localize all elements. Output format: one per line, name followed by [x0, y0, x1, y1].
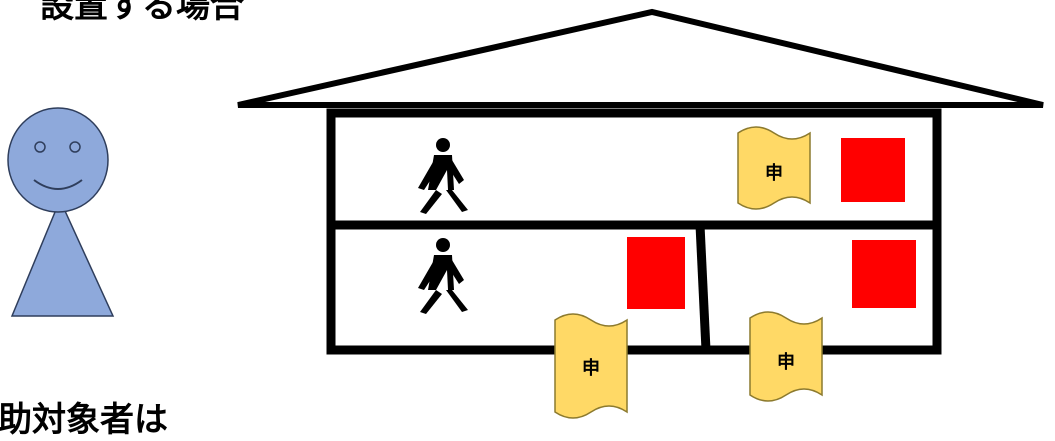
walking-person-icon — [418, 138, 468, 214]
person-icon — [8, 108, 113, 316]
document-label: 申 — [582, 357, 600, 379]
document-icon: 申 — [750, 312, 822, 401]
roof — [238, 12, 1043, 105]
house-diagram: 申 申 申 — [0, 0, 1055, 419]
document-label: 申 — [777, 351, 795, 373]
fire-alarm-icon — [841, 138, 905, 202]
walking-person-icon — [418, 238, 468, 314]
document-icon: 申 — [555, 314, 627, 418]
document-icon: 申 — [738, 127, 810, 209]
fire-alarm-icon — [852, 240, 916, 308]
document-label: 申 — [765, 162, 783, 184]
fire-alarm-icon — [627, 237, 685, 309]
caption: 助対象者は — [0, 392, 168, 441]
